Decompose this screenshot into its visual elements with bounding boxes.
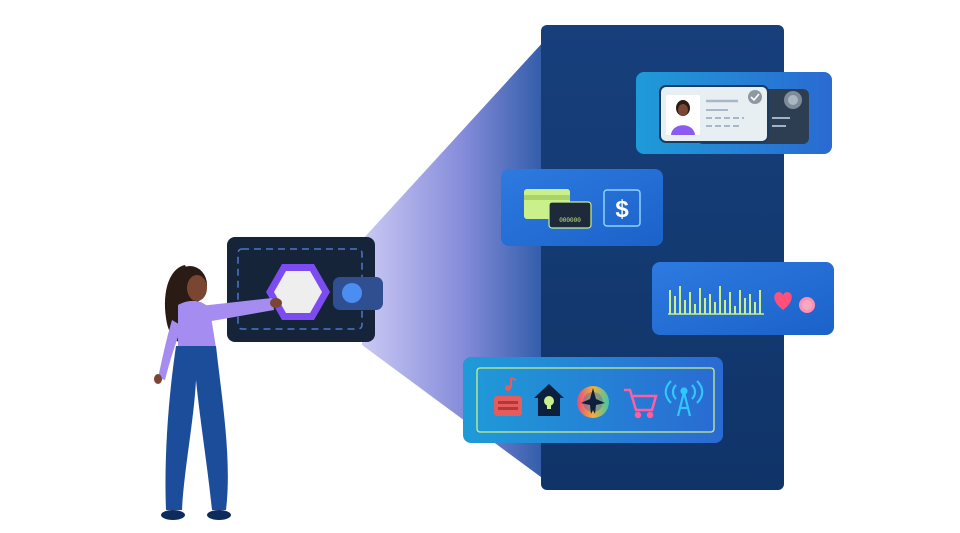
radio-music-icon[interactable] <box>494 377 522 416</box>
payment-panel[interactable]: 000000 $ <box>501 169 663 246</box>
id-card-panel[interactable] <box>636 72 832 154</box>
travel-plane-icon[interactable] <box>577 386 609 418</box>
person-icon <box>154 265 282 520</box>
smart-home-icon[interactable] <box>534 384 564 416</box>
wallet-icon <box>227 237 383 342</box>
audio-waveform-icon <box>668 286 764 315</box>
certificate-badge-icon <box>784 91 802 109</box>
broadcast-tower-icon[interactable] <box>664 380 704 417</box>
shopping-cart-icon[interactable] <box>624 388 658 419</box>
services-panel[interactable] <box>463 357 723 443</box>
id-card-icon <box>659 85 769 143</box>
card-number-mask: 000000 <box>559 217 581 224</box>
health-panel[interactable] <box>652 262 834 335</box>
credit-card-icon: 000000 <box>524 189 592 229</box>
heart-icon <box>774 292 792 310</box>
hexagon-chip-icon[interactable] <box>266 264 330 320</box>
dollar-symbol: $ <box>615 196 629 223</box>
dollar-icon: $ <box>603 189 641 227</box>
